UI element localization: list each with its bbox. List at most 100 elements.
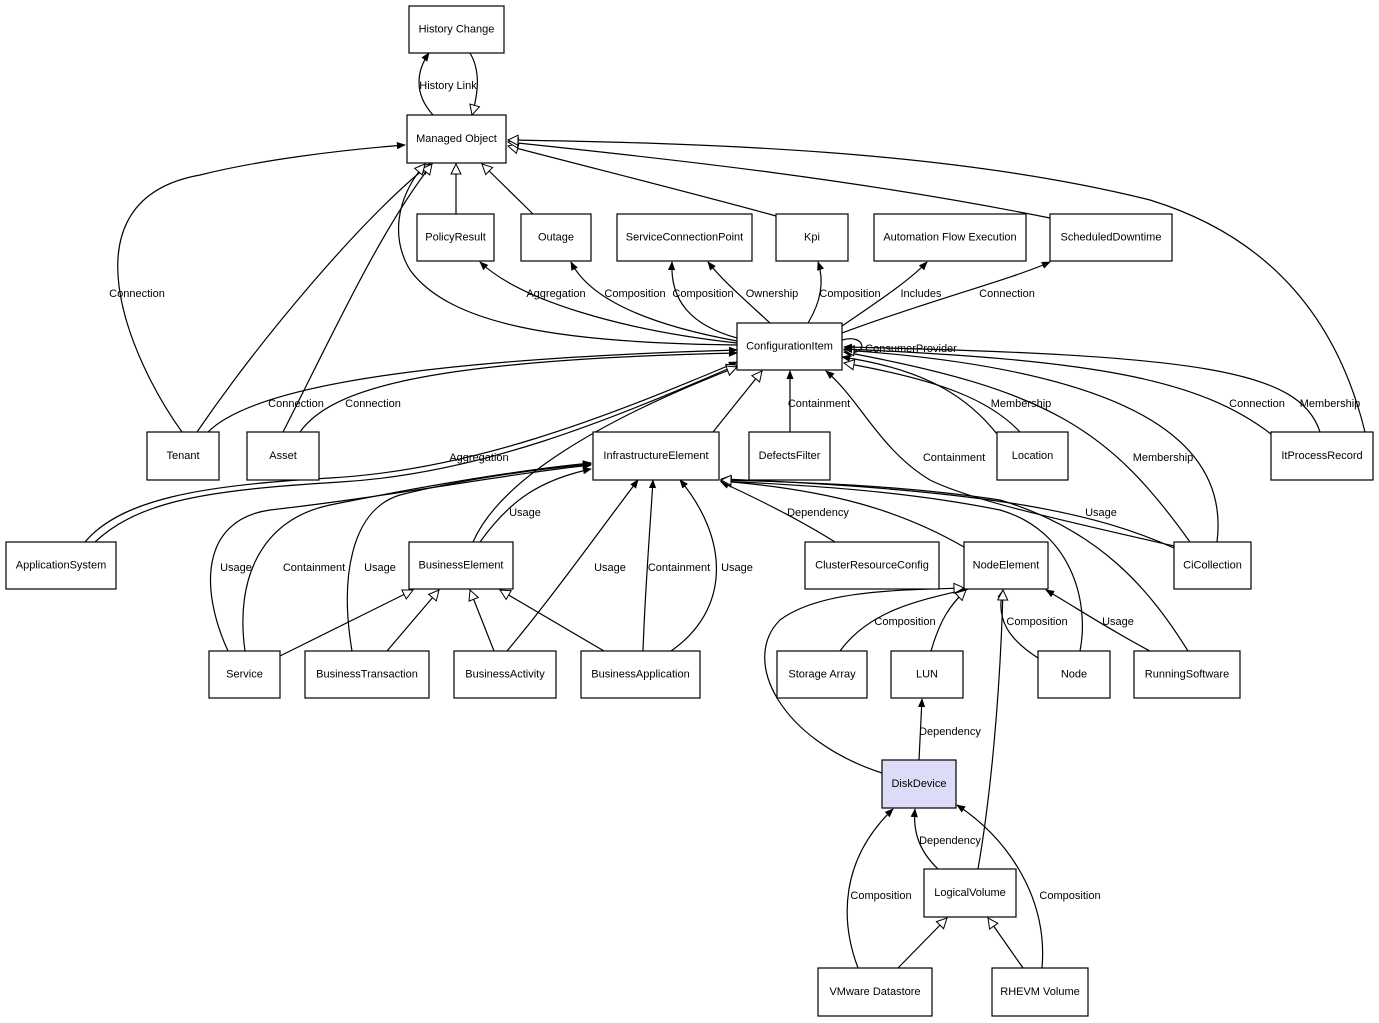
edge-ie-inherits	[712, 371, 762, 433]
node-box	[616, 213, 753, 262]
edge-history-change-inherits	[470, 52, 477, 115]
node-outage[interactable]: Outage	[520, 213, 592, 262]
node-cluster-resource-config[interactable]: ClusterResourceConfig	[804, 541, 940, 590]
edge-label-asset-connection-ci: Connection	[345, 398, 401, 410]
edge-tenant-connection-ci	[207, 346, 738, 433]
node-defects-filter[interactable]: DefectsFilter	[748, 431, 831, 481]
edge-bapp-inherits-be	[500, 590, 605, 652]
edge-ci-ownership-scp	[707, 261, 771, 324]
node-storage-array[interactable]: Storage Array	[776, 650, 868, 699]
node-business-element[interactable]: BusinessElement	[408, 541, 514, 590]
node-label: PolicyResult	[425, 231, 486, 243]
node-service-connection-point[interactable]: ServiceConnectionPoint	[616, 213, 753, 262]
node-label: DefectsFilter	[759, 450, 821, 462]
edge-label-service-containment-ie: Containment	[283, 562, 345, 574]
node-box	[991, 967, 1089, 1017]
node-scheduled-downtime[interactable]: ScheduledDowntime	[1049, 213, 1173, 262]
node-label: LogicalVolume	[934, 887, 1006, 899]
node-label: InfrastructureElement	[603, 450, 708, 462]
edge-rhevm-composition-dd	[956, 804, 1044, 969]
node-box	[890, 650, 964, 699]
edge-be-usage-ie	[479, 467, 592, 543]
edge-label-defects-filter-containment: Containment	[788, 398, 850, 410]
node-rhevm-volume[interactable]: RHEVM Volume	[991, 967, 1089, 1017]
node-box	[406, 114, 507, 164]
node-label: Node	[1061, 668, 1087, 680]
node-box	[146, 431, 220, 481]
node-label: DiskDevice	[891, 778, 946, 790]
edge-ba-inherits-be	[470, 590, 495, 652]
edge-label-vmware-composition-dd: Composition	[850, 890, 911, 902]
node-label: RunningSoftware	[1145, 668, 1229, 680]
edge-ci-includes-afe	[841, 261, 928, 327]
node-logical-volume[interactable]: LogicalVolume	[923, 868, 1017, 918]
node-box	[408, 5, 505, 54]
edge-service-containment-ie	[242, 460, 592, 652]
edge-label-ba-usage-ie: Usage	[594, 562, 626, 574]
edge-bapp-containment-ie	[642, 479, 657, 652]
node-kpi[interactable]: Kpi	[775, 213, 849, 262]
node-business-application[interactable]: BusinessApplication	[580, 650, 701, 699]
node-disk-device[interactable]: DiskDevice	[881, 759, 957, 809]
node-box	[304, 650, 430, 699]
node-box	[776, 650, 868, 699]
edge-bt-inherits-be	[386, 590, 439, 652]
edge-label-rs-usage-ne: Usage	[1102, 616, 1134, 628]
node-service[interactable]: Service	[208, 650, 281, 699]
node-vmware-datastore[interactable]: VMware Datastore	[817, 967, 933, 1017]
node-business-activity[interactable]: BusinessActivity	[453, 650, 557, 699]
node-lun[interactable]: LUN	[890, 650, 964, 699]
node-managed-object[interactable]: Managed Object	[406, 114, 507, 164]
node-tenant[interactable]: Tenant	[146, 431, 220, 481]
node-node-element[interactable]: NodeElement	[963, 541, 1049, 590]
edge-label-ci-consumer-provider: ConsumerProvider	[865, 343, 957, 355]
node-infrastructure-element[interactable]: InfrastructureElement	[592, 431, 720, 481]
node-label: ScheduledDowntime	[1061, 231, 1162, 243]
node-box	[775, 213, 849, 262]
node-it-process-record[interactable]: ItProcessRecord	[1270, 431, 1374, 481]
node-business-transaction[interactable]: BusinessTransaction	[304, 650, 430, 699]
node-label: BusinessApplication	[591, 668, 689, 680]
edge-tenant-inherits	[196, 164, 430, 433]
edge-label-service-usage-ie: Usage	[220, 562, 252, 574]
edge-label-ci-aggregation-policy: Aggregation	[526, 288, 585, 300]
node-label: BusinessActivity	[465, 668, 545, 680]
node-history-change[interactable]: History Change	[408, 5, 505, 54]
node-node[interactable]: Node	[1037, 650, 1111, 699]
edge-lv-dependency-dd	[910, 808, 939, 870]
node-location[interactable]: Location	[996, 431, 1069, 481]
edge-asset-connection-ci	[299, 349, 738, 433]
node-box	[804, 541, 940, 590]
node-label: ClusterResourceConfig	[815, 559, 929, 571]
edge-label-crc-dependency-ie: Dependency	[787, 507, 849, 519]
node-box	[736, 322, 843, 371]
node-asset[interactable]: Asset	[246, 431, 320, 481]
edge-app-system-inherits	[94, 365, 737, 543]
edge-ci-inherits	[397, 164, 738, 346]
edge-asset-inherits	[282, 164, 432, 433]
node-label: VMware Datastore	[829, 986, 920, 998]
node-policy-result[interactable]: PolicyResult	[416, 213, 495, 262]
node-running-software[interactable]: RunningSoftware	[1133, 650, 1241, 699]
node-box	[246, 431, 320, 481]
edge-outage-inherits	[482, 164, 534, 215]
edge-label-ci-composition-scp: Composition	[672, 288, 733, 300]
edge-label-rhevm-composition-dd: Composition	[1039, 890, 1100, 902]
node-application-system[interactable]: ApplicationSystem	[5, 541, 117, 590]
edge-lv-inherits-ne	[977, 590, 1003, 870]
edge-label-history-link: History Link	[419, 80, 477, 92]
node-label: Tenant	[166, 450, 199, 462]
node-ci-collection[interactable]: CiCollection	[1173, 541, 1252, 590]
edge-ci-collection-usage-ie	[720, 475, 1175, 549]
node-label: History Change	[419, 23, 495, 35]
edge-label-itpr-membership-ci: Membership	[1300, 398, 1361, 410]
node-box	[520, 213, 592, 262]
edge-label-ci-composition-outage: Composition	[604, 288, 665, 300]
node-automation-flow-execution[interactable]: Automation Flow Execution	[873, 213, 1027, 262]
node-configuration-item[interactable]: ConfigurationItem	[736, 322, 843, 371]
node-box	[881, 759, 957, 809]
edge-label-ci-collection-containment: Containment	[923, 452, 985, 464]
edge-label-ci-connection-sd: Connection	[979, 288, 1035, 300]
